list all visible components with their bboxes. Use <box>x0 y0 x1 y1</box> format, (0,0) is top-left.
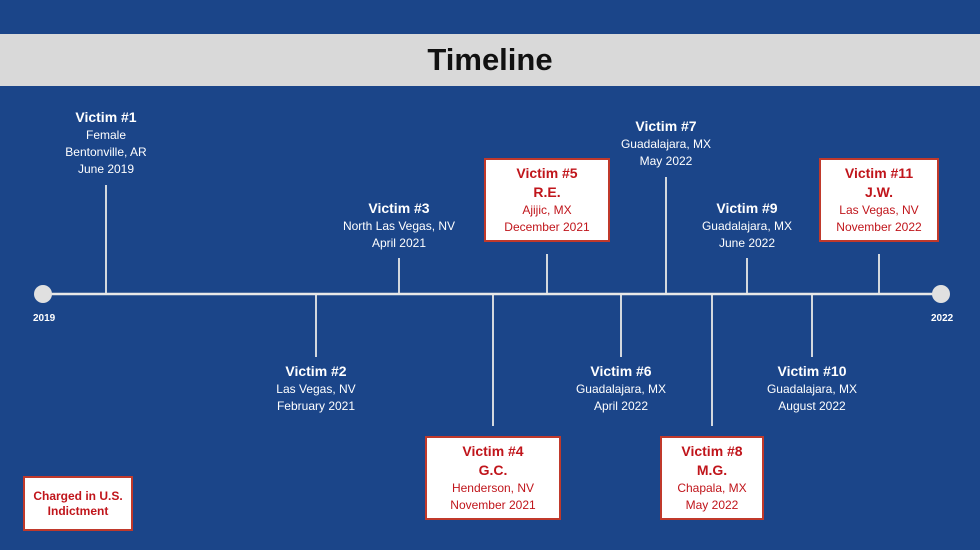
event-name: Victim #1 <box>75 109 137 125</box>
event-5: Victim #5 R.E. Ajijic, MX December 2021 <box>484 158 610 242</box>
event-detail: Las Vegas, NV <box>839 203 919 217</box>
event-detail: November 2022 <box>836 220 922 234</box>
event-detail: Ajijic, MX <box>522 203 572 217</box>
event-initials: G.C. <box>478 462 508 478</box>
event-detail: Guadalajara, MX <box>620 137 712 151</box>
event-detail: April 2021 <box>371 236 427 250</box>
event-detail: Female <box>85 128 126 142</box>
event-7: Victim #7 Guadalajara, MX May 2022 <box>606 117 726 170</box>
event-initials: R.E. <box>533 184 561 200</box>
event-detail: Guadalajara, MX <box>766 382 858 396</box>
start-node <box>34 285 52 303</box>
start-year-label: 2019 <box>33 313 56 324</box>
event-detail: December 2021 <box>504 220 590 234</box>
event-detail: Guadalajara, MX <box>575 382 667 396</box>
event-8: Victim #8 M.G. Chapala, MX May 2022 <box>660 436 764 520</box>
event-detail: Henderson, NV <box>451 481 535 495</box>
event-name: Victim #3 <box>368 200 430 216</box>
event-name: Victim #6 <box>590 363 652 379</box>
event-detail: Chapala, MX <box>677 481 747 495</box>
page-title: Timeline <box>427 42 553 77</box>
event-detail: May 2022 <box>639 154 693 168</box>
title-bar: Timeline <box>0 34 980 86</box>
event-name: Victim #11 <box>844 165 914 181</box>
event-initials: M.G. <box>696 462 728 478</box>
event-detail: June 2019 <box>77 162 135 176</box>
event-4: Victim #4 G.C. Henderson, NV November 2021 <box>425 436 561 520</box>
event-detail: Bentonville, AR <box>65 145 147 159</box>
end-node <box>932 285 950 303</box>
event-detail: Guadalajara, MX <box>701 219 793 233</box>
event-detail: August 2022 <box>778 399 846 413</box>
event-name: Victim #9 <box>716 200 778 216</box>
legend-label: Charged in U.S. Indictment <box>33 488 123 518</box>
event-detail: June 2022 <box>718 236 776 250</box>
event-name: Victim #7 <box>635 118 697 134</box>
event-9: Victim #9 Guadalajara, MX June 2022 <box>687 199 807 252</box>
event-detail: May 2022 <box>685 498 739 512</box>
event-2: Victim #2 Las Vegas, NV February 2021 <box>261 362 371 415</box>
event-detail: Las Vegas, NV <box>276 382 356 396</box>
event-3: Victim #3 North Las Vegas, NV April 2021 <box>329 199 469 252</box>
end-year-label: 2022 <box>931 313 954 324</box>
event-name: Victim #10 <box>777 363 847 379</box>
event-name: Victim #8 <box>681 443 743 459</box>
event-name: Victim #4 <box>462 443 524 459</box>
event-initials: J.W. <box>864 184 893 200</box>
event-detail: November 2021 <box>450 498 536 512</box>
event-detail: North Las Vegas, NV <box>342 219 456 233</box>
event-name: Victim #5 <box>516 165 578 181</box>
event-6: Victim #6 Guadalajara, MX April 2022 <box>561 362 681 415</box>
event-detail: February 2021 <box>276 399 356 413</box>
event-detail: April 2022 <box>593 399 649 413</box>
legend-charged-box: Charged in U.S. Indictment <box>23 476 133 531</box>
event-name: Victim #2 <box>285 363 347 379</box>
